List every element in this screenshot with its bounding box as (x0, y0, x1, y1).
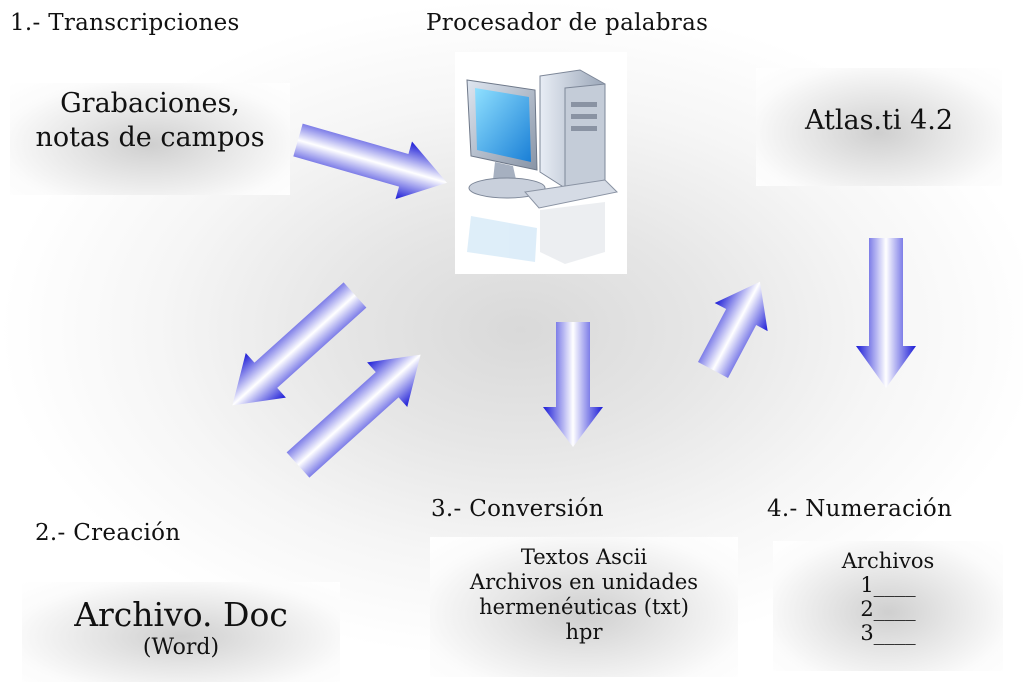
numeracion-box: Archivos 1____ 2____ 3____ (773, 541, 1003, 671)
archivo-doc-subtitle: (Word) (142, 635, 220, 660)
computer-image-box (455, 52, 627, 274)
arrow-atlas-to-numeracion-icon (856, 238, 916, 388)
arrow-conversion-to-atlas-icon (697, 281, 768, 378)
title-creacion: 2.- Creación (35, 520, 181, 546)
title-procesador: Procesador de palabras (426, 10, 709, 36)
desktop-computer-icon (466, 69, 619, 264)
title-conversion: 3.- Conversión (431, 496, 604, 522)
grabaciones-line2: notas de campos (35, 122, 265, 153)
arrow-procesador-to-conversion-icon (543, 322, 603, 447)
numeracion-line1: Archivos (841, 549, 935, 573)
title-numeracion: 4.- Numeración (767, 496, 953, 522)
title-transcripciones: 1.- Transcripciones (10, 10, 240, 36)
arrow-creacion-to-procesador-icon (286, 354, 421, 478)
archivo-doc-title: Archivo. Doc (74, 595, 288, 634)
arrow-grabaciones-to-procesador-icon (293, 123, 447, 200)
archivo-doc-box: Archivo. Doc (Word) (22, 582, 340, 682)
arrow-procesador-to-creacion-icon (232, 282, 367, 406)
conversion-line2: Archivos en unidades (469, 570, 699, 594)
conversion-line4: hpr (565, 620, 603, 644)
numeracion-line4: 3____ (860, 621, 916, 645)
atlas-label: Atlas.ti 4.2 (804, 105, 954, 136)
grabaciones-line1: Grabaciones, (60, 88, 240, 119)
atlas-box: Atlas.ti 4.2 (756, 68, 1002, 186)
conversion-box: Textos Ascii Archivos en unidades hermen… (430, 537, 738, 677)
conversion-line3: hermenéuticas (txt) (479, 595, 689, 619)
grabaciones-box: Grabaciones, notas de campos (10, 83, 290, 195)
numeracion-line3: 2____ (860, 597, 916, 621)
numeracion-line2: 1____ (860, 573, 916, 597)
conversion-line1: Textos Ascii (520, 545, 648, 569)
